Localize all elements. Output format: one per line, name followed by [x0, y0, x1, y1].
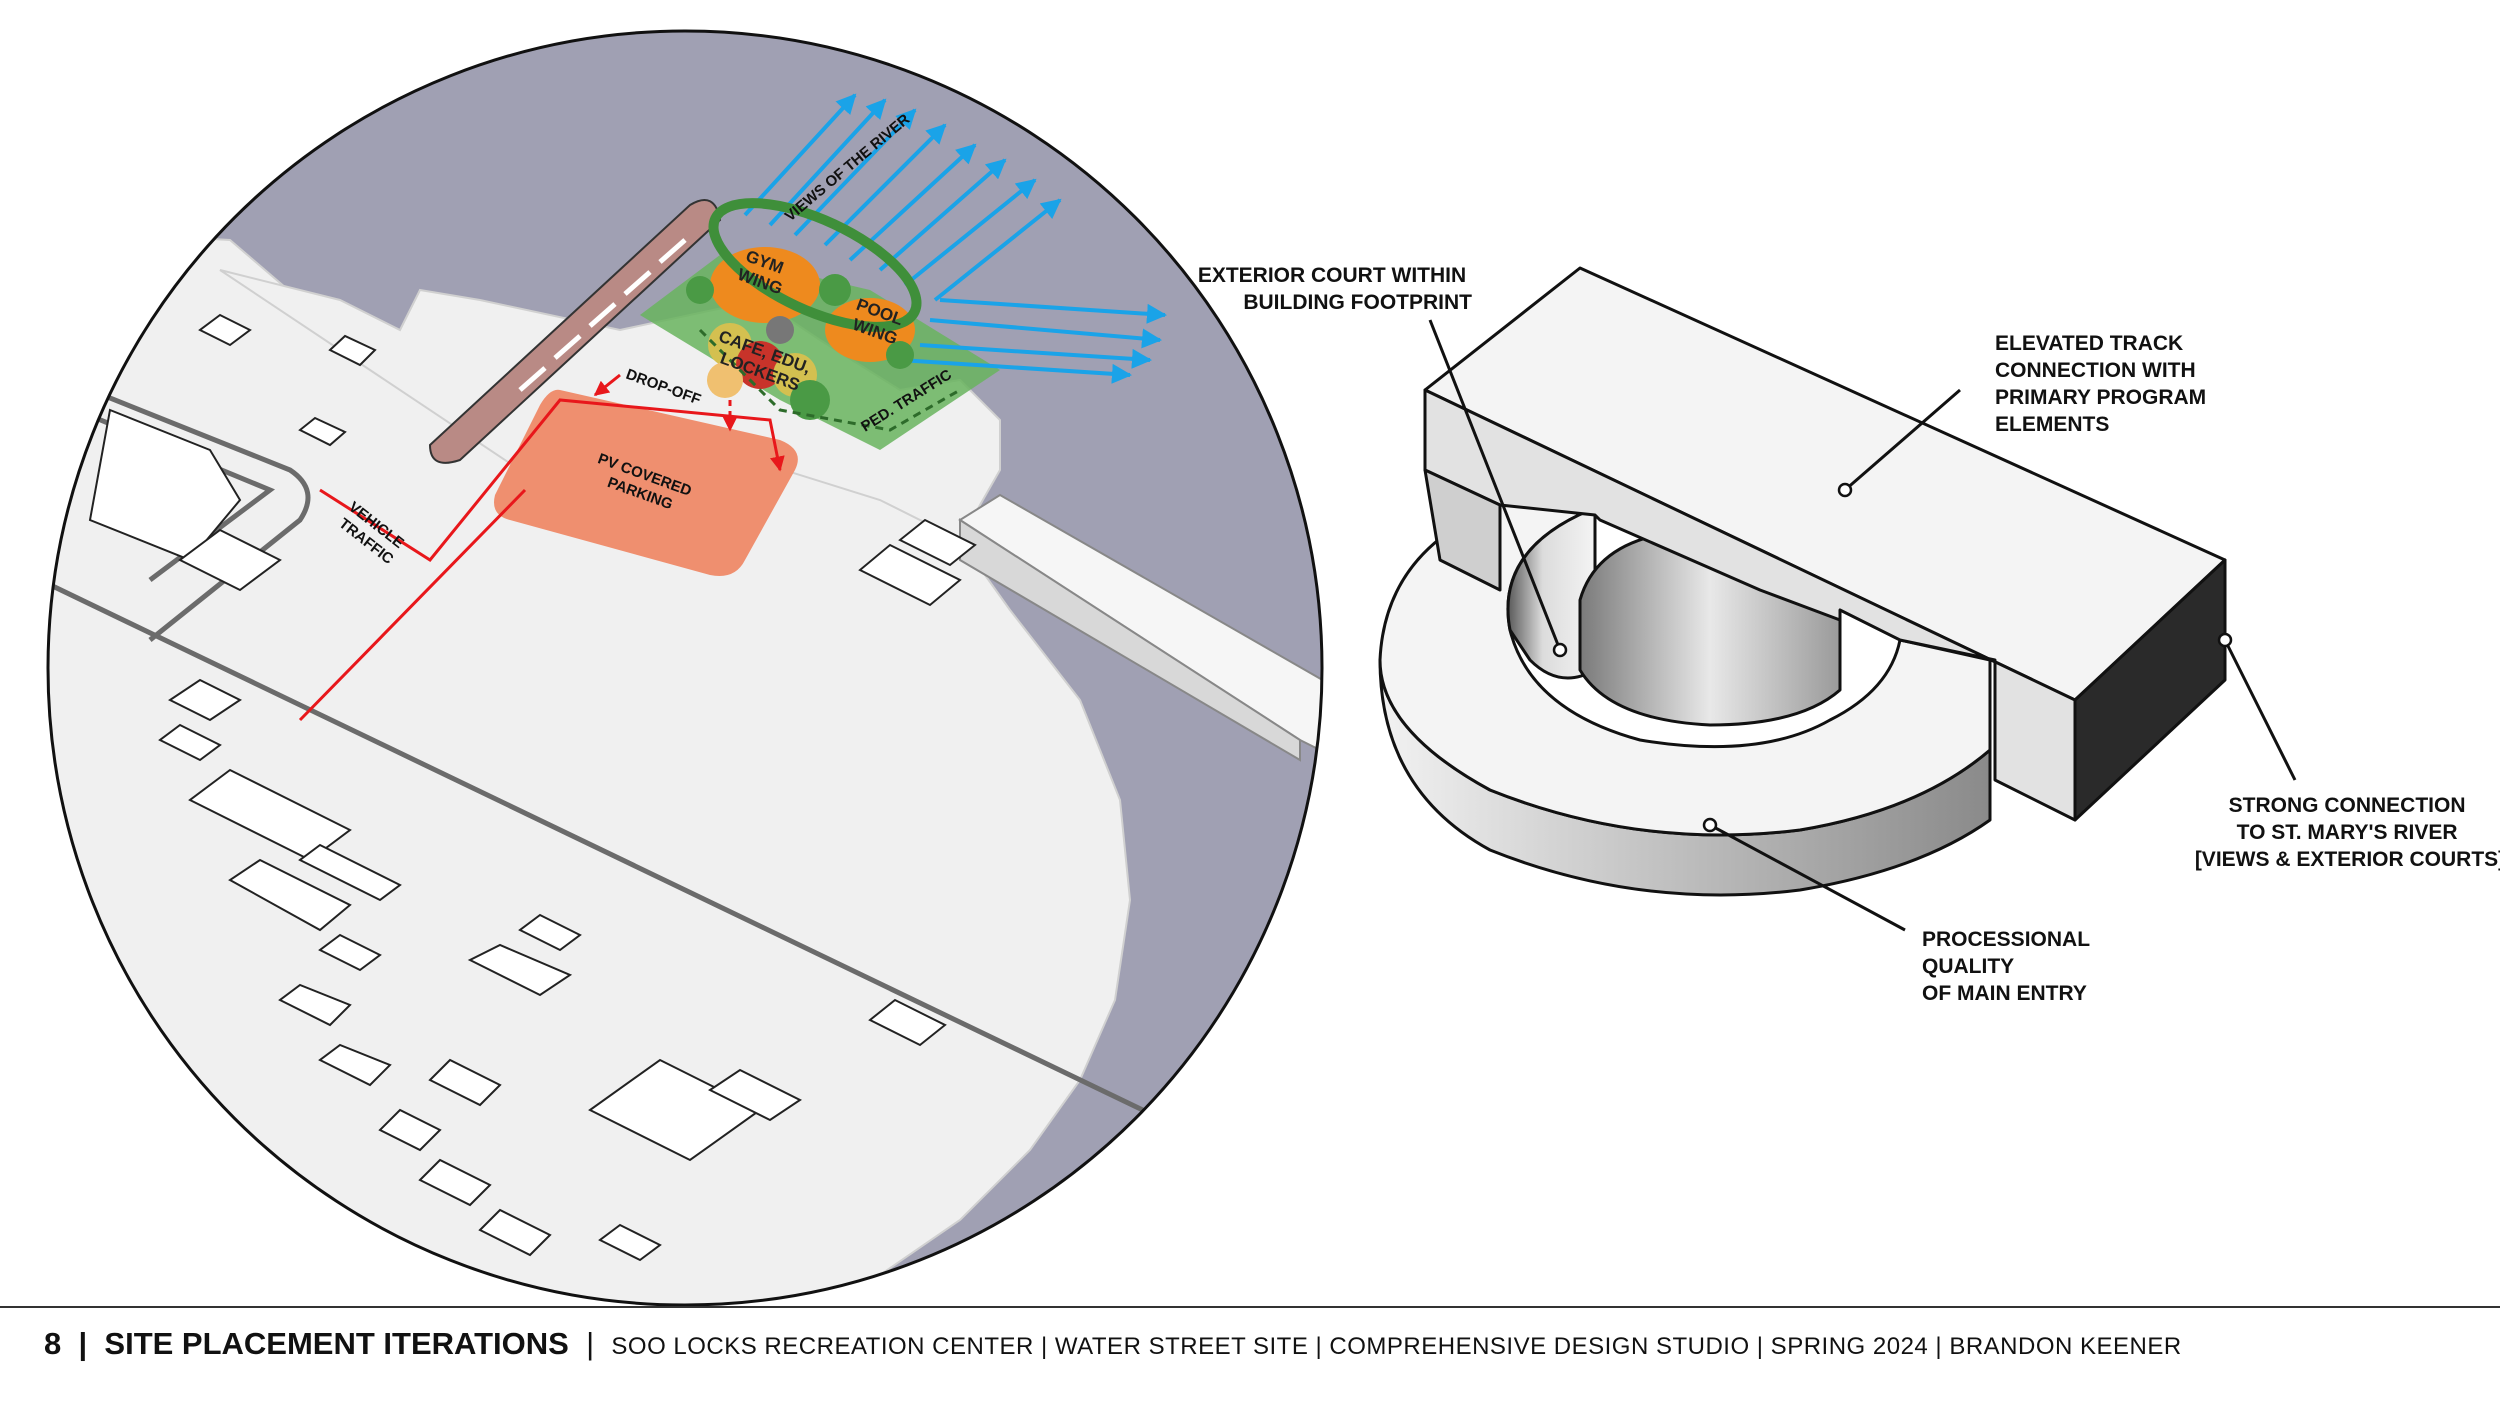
elevated-track-bar-side	[2073, 558, 2227, 822]
elevated-track-bar-front	[1423, 388, 2077, 822]
footer-caption: 8 | SITE PLACEMENT ITERATIONS | SOO LOCK…	[44, 1326, 2182, 1362]
ped-path	[698, 328, 961, 432]
leader-dots	[1552, 482, 2233, 833]
page-footer: 8 | SITE PLACEMENT ITERATIONS | SOO LOCK…	[0, 1306, 2500, 1406]
label-gym-wing: GYM WING	[735, 246, 792, 298]
elevated-track-ring	[708, 198, 922, 332]
leader-dot-track	[1837, 482, 1853, 498]
page-number: 8	[44, 1326, 62, 1361]
site-map-frame	[46, 29, 1324, 1307]
leader-dot-court	[1552, 642, 1568, 658]
label-main-entry: PROCESSIONAL QUALITY OF MAIN ENTRY	[1922, 928, 2096, 1005]
bar-column-left	[1423, 468, 1502, 592]
city-blocks	[88, 313, 977, 1262]
label-river-connection: STRONG CONNECTION TO ST. MARY'S RIVER [V…	[2195, 794, 2500, 871]
massing-diagram	[1378, 266, 2297, 932]
site-map-diagram: GYM WING POOL WING CAFE, EDU, LOCKERS DR…	[48, 31, 1322, 1305]
leader-lines	[1428, 319, 2297, 932]
footer-separator: |	[69, 1326, 96, 1361]
label-elevated-track: ELEVATED TRACK CONNECTION WITH PRIMARY P…	[1995, 332, 2212, 436]
footer-divider	[0, 1306, 2500, 1308]
footer-subtitle: SOO LOCKS RECREATION CENTER | WATER STRE…	[611, 1333, 2182, 1360]
label-exterior-court: EXTERIOR COURT WITHIN BUILDING FOOTPRINT	[1198, 264, 1472, 314]
leader-dot-river	[2217, 632, 2233, 648]
leader-dot-entry	[1702, 817, 1718, 833]
footer-separator: |	[577, 1326, 603, 1361]
section-title: SITE PLACEMENT ITERATIONS	[104, 1326, 569, 1361]
vehicle-route	[298, 373, 785, 722]
pv-covered-parking	[494, 389, 798, 576]
